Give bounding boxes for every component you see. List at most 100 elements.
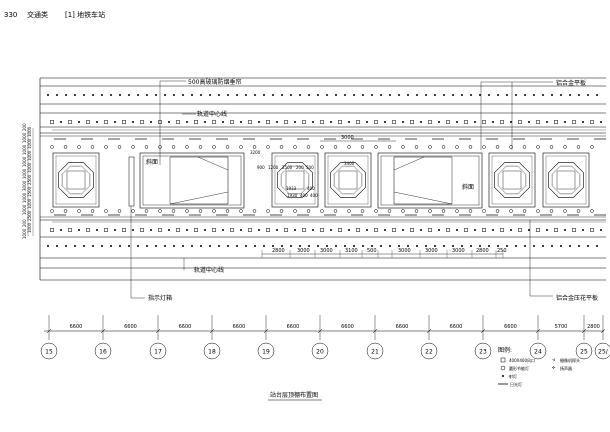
circle-light-icon <box>293 209 297 213</box>
dot-spotlight-icon <box>326 94 328 96</box>
axis-bubble <box>594 342 610 360</box>
square-vent-icon <box>356 228 360 232</box>
dot-spotlight-icon <box>173 245 175 247</box>
dot-spotlight-icon <box>330 229 332 231</box>
left-dimension: 1000 <box>22 144 27 155</box>
dot-spotlight-icon <box>155 245 157 247</box>
square-vent-icon <box>554 120 558 124</box>
bottom-right-dimension: 3000 <box>425 248 438 254</box>
bay-spacing: 6600 <box>287 324 300 330</box>
dot-spotlight-icon <box>384 121 386 123</box>
axis-tick <box>372 328 378 334</box>
dot-spotlight-icon <box>443 245 445 247</box>
circle-light-icon <box>428 145 432 149</box>
square-vent-icon <box>86 120 90 124</box>
square-vent-icon <box>410 228 414 232</box>
column-frame <box>324 152 372 208</box>
dot-spotlight-icon <box>380 245 382 247</box>
column-octagon <box>494 162 530 198</box>
dot-spotlight-icon <box>281 94 283 96</box>
square-vent-icon <box>68 120 72 124</box>
circle-light-icon <box>360 209 365 213</box>
square-vent-icon <box>158 228 162 232</box>
dimension-top: 3000 <box>320 135 396 142</box>
circle-light-icon <box>333 145 338 149</box>
dot-spotlight-icon <box>227 245 229 247</box>
dot-spotlight-icon <box>510 121 512 123</box>
left-dimension: 1000 <box>22 156 27 167</box>
dot-spotlight-icon <box>456 229 458 231</box>
square-vent-icon <box>446 228 450 232</box>
dot-spotlight-icon <box>564 121 566 123</box>
circle-light-icon <box>252 145 257 149</box>
dot-spotlight-icon <box>542 94 544 96</box>
dot-spotlight-icon <box>438 229 440 231</box>
square-vent-icon <box>176 120 180 124</box>
dot-spotlight-icon <box>398 94 400 96</box>
square-vent-icon <box>86 228 90 232</box>
dot-spotlight-icon <box>227 94 229 96</box>
square-vent-icon <box>266 120 270 124</box>
square-vent-icon <box>500 228 504 232</box>
axis-number: 17 <box>154 349 162 356</box>
dot-spotlight-icon <box>83 245 85 247</box>
dot-spotlight-icon <box>434 94 436 96</box>
dot-spotlight-icon <box>470 245 472 247</box>
dot-spotlight-icon <box>371 245 373 247</box>
circle-light-icon <box>198 145 203 149</box>
dot-spotlight-icon <box>560 245 562 247</box>
dot-spotlight-icon <box>420 229 422 231</box>
circle-light-icon <box>212 145 216 149</box>
square-vent-icon <box>428 228 432 232</box>
dot-spotlight-icon <box>578 94 580 96</box>
dot-spotlight-icon <box>290 245 292 247</box>
dot-spotlight-icon <box>348 121 350 123</box>
circle-light-icon <box>63 145 68 149</box>
column-frame <box>52 152 100 208</box>
dot-spotlight-icon <box>56 94 58 96</box>
square-vent-icon <box>482 228 486 232</box>
column-core <box>502 170 522 190</box>
dot-spotlight-icon <box>128 245 130 247</box>
legend: 图例: 400X400风口 圆形节能灯 射灯 日光灯 ⊲ 摄像机探头 ✣ 扬声器 <box>498 346 580 387</box>
bottom-left-dimension: 3000 <box>320 248 333 254</box>
left-dimension: 1000 <box>27 138 32 149</box>
dot-spotlight-icon <box>218 94 220 96</box>
circle-light-icon <box>549 209 554 213</box>
axis-bubble <box>366 342 384 360</box>
legend-item-camera: 摄像机探头 <box>560 357 580 363</box>
dot-spotlight-icon <box>326 245 328 247</box>
drawing-title: 站台层顶棚布置图 <box>268 391 322 401</box>
dot-spotlight-icon <box>222 121 224 123</box>
column-frame-inner <box>545 155 587 205</box>
axis-number: 22 <box>425 349 433 356</box>
circle-light-icon <box>401 209 405 213</box>
circle-light-icon <box>50 145 54 149</box>
dot-spotlight-icon <box>299 245 301 247</box>
mid-dimension: 1200 <box>268 165 279 170</box>
stair-left-label: 斜面 <box>146 158 158 166</box>
axis-tick <box>581 328 587 334</box>
dot-spotlight-icon <box>600 121 602 123</box>
dot-spotlight-icon <box>254 245 256 247</box>
square-vent-icon <box>518 228 522 232</box>
dot-spotlight-icon <box>353 94 355 96</box>
dot-spotlight-icon <box>101 94 103 96</box>
bay-spacing: 6600 <box>450 324 463 330</box>
circle-light-icon <box>158 209 162 213</box>
dot-spotlight-icon <box>308 245 310 247</box>
dot-spotlight-icon <box>344 94 346 96</box>
dot-spotlight-icon <box>110 94 112 96</box>
axis-bubble <box>203 342 221 360</box>
square-vent-icon <box>230 228 234 232</box>
dot-spotlight-icon <box>470 94 472 96</box>
dot-spotlight-icon <box>492 229 494 231</box>
column-core <box>338 170 358 190</box>
dot-spotlight-icon <box>560 94 562 96</box>
dot-spotlight-icon <box>191 94 193 96</box>
bay-spacing: 6600 <box>504 324 517 330</box>
track-center-top-callout: 轨道中心线 <box>197 110 227 118</box>
dot-spotlight-icon <box>497 245 499 247</box>
axis-bubble <box>257 342 275 360</box>
